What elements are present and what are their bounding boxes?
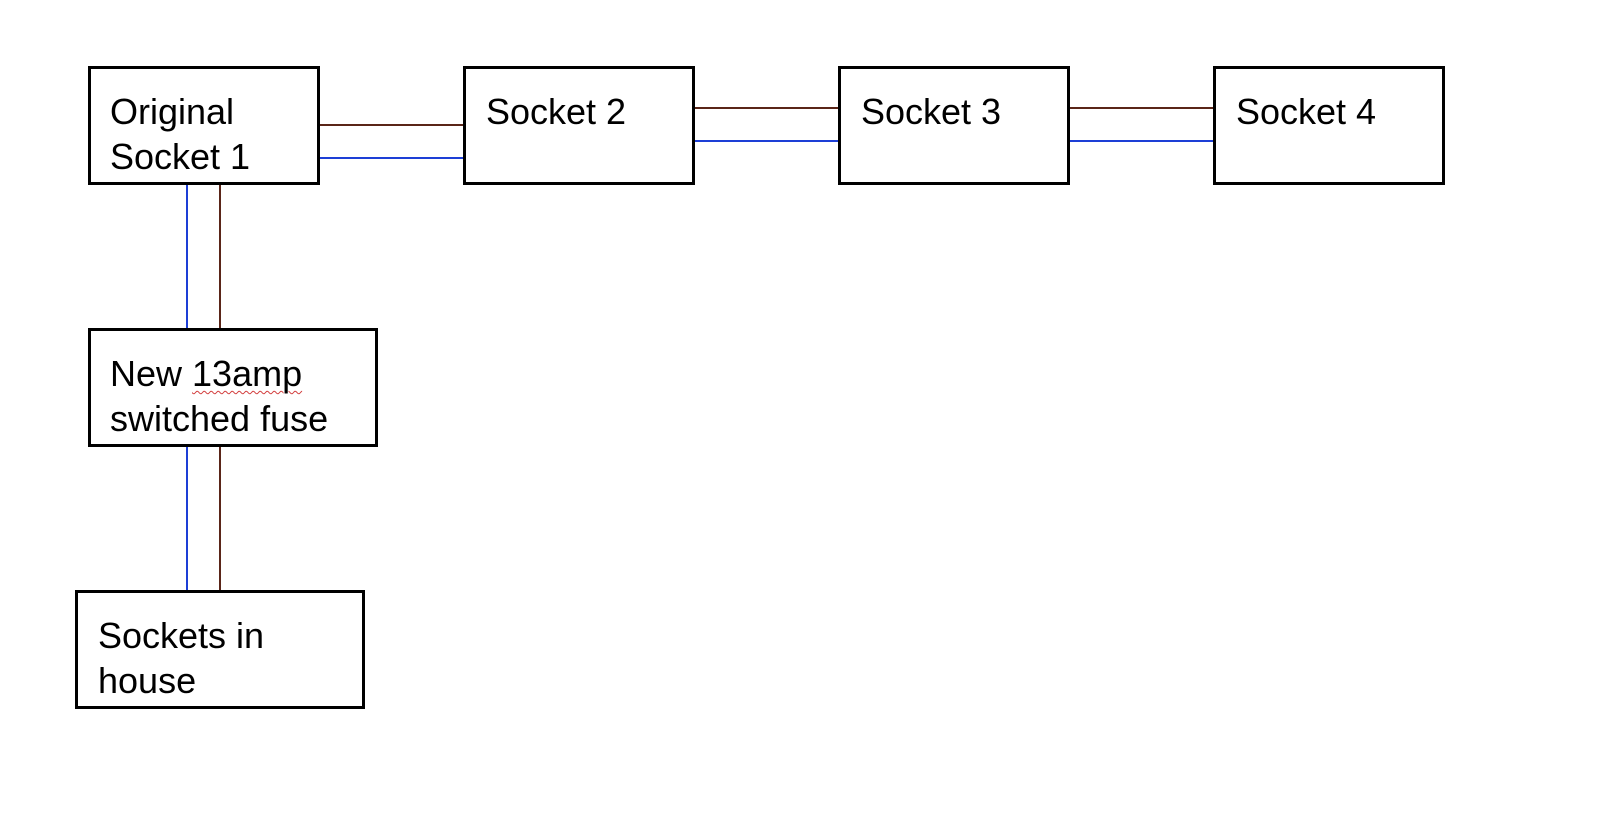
socket-4-box: Socket 4 <box>1213 66 1445 185</box>
fuse-label-line1: New 13amp <box>110 351 302 396</box>
fuse-label-word-13amp: 13amp <box>192 353 303 394</box>
socket-3-box: Socket 3 <box>838 66 1070 185</box>
socket-1-label-line1: Original <box>110 91 235 132</box>
fuse-box: New 13amp switched fuse <box>88 328 378 447</box>
socket-3-label: Socket 3 <box>861 91 1002 132</box>
socket-1-label-line2: Socket 1 <box>110 136 251 177</box>
socket-2-label: Socket 2 <box>486 91 627 132</box>
socket-4-label: Socket 4 <box>1236 91 1377 132</box>
socket-2-box: Socket 2 <box>463 66 695 185</box>
house-sockets-box: Sockets in house <box>75 590 365 709</box>
fuse-label-line2: switched fuse <box>110 398 329 439</box>
house-label-line2: house <box>98 660 197 701</box>
house-label-line1: Sockets in <box>98 615 265 656</box>
fuse-label-word-new: New <box>110 353 193 394</box>
socket-1-box: Original Socket 1 <box>88 66 320 185</box>
